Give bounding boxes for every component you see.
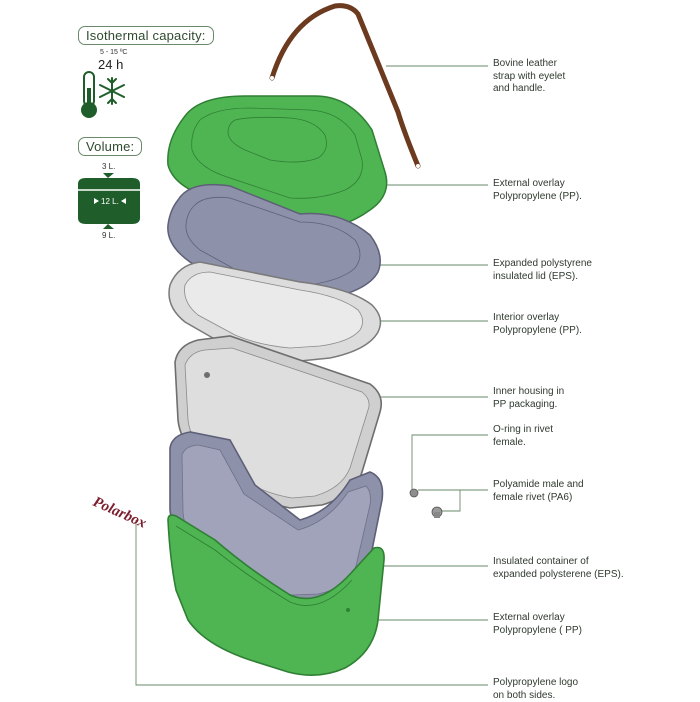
volume-title: Volume:	[78, 137, 143, 156]
volume-bottom-label: 9 L.	[102, 231, 116, 240]
temperature-range: 5 - 15 ºC	[100, 49, 128, 56]
snowflake-icon	[99, 77, 125, 105]
rivet-pieces	[409, 488, 443, 518]
isothermal-hours: 24 h	[98, 57, 124, 72]
thermometer-icon	[81, 71, 97, 118]
volume-top-label: 3 L.	[102, 162, 116, 171]
isothermal-capacity-title: Isothermal capacity:	[78, 26, 214, 45]
volume-center-label: 12 L.	[101, 197, 119, 206]
polarbox-logo: Polarbox	[90, 494, 149, 532]
green-container	[167, 514, 385, 676]
volume-box-icon	[78, 173, 140, 229]
leather-strap	[269, 3, 421, 169]
